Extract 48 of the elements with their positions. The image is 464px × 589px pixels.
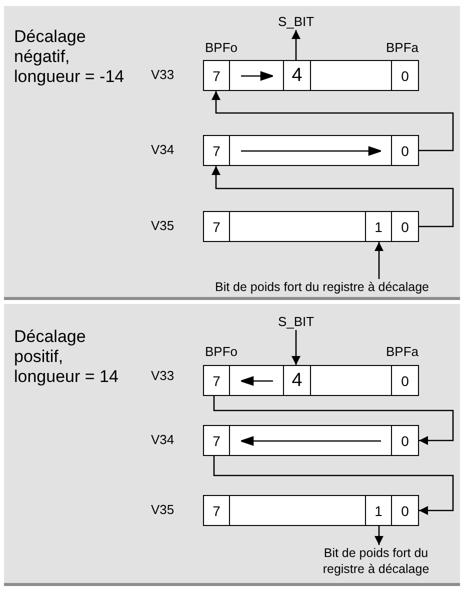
bit-label: BPFa xyxy=(386,40,419,55)
bit-number: 1 xyxy=(374,218,382,234)
arrow xyxy=(292,330,300,365)
register-label: V34 xyxy=(151,432,174,447)
bit-number: 0 xyxy=(401,142,409,158)
bit-number: 1 xyxy=(374,502,382,518)
register-label: V35 xyxy=(151,502,174,517)
register-box xyxy=(203,60,419,91)
register-label: V33 xyxy=(151,368,174,383)
panel-background xyxy=(4,304,460,586)
bit-number: 7 xyxy=(212,218,220,234)
bit-number: 0 xyxy=(401,218,409,234)
arrow xyxy=(292,30,300,60)
arrow xyxy=(213,456,454,515)
signal-label: S_BIT xyxy=(272,13,320,30)
bit-number: 4 xyxy=(292,64,302,86)
callout-text: Bit de poids fort du registre à décalage xyxy=(186,279,458,295)
register-label: V33 xyxy=(151,67,174,82)
register-box xyxy=(203,495,419,526)
register-label: V34 xyxy=(151,142,174,157)
bit-number: 4 xyxy=(292,370,302,392)
bit-label: BPFo xyxy=(205,344,238,359)
bit-label: BPFa xyxy=(386,344,419,359)
signal-label: S_BIT xyxy=(272,313,320,330)
register-box xyxy=(203,425,419,456)
register-box xyxy=(203,135,419,166)
bit-number: 0 xyxy=(401,68,409,84)
bit-number: 0 xyxy=(401,432,409,448)
bit-number: 7 xyxy=(212,432,220,448)
bit-label: BPFo xyxy=(205,40,238,55)
panel-heading: Décalage négatif, longueur = -14 xyxy=(14,27,126,87)
arrow xyxy=(212,166,454,228)
panel-heading: Décalage positif, longueur = 14 xyxy=(14,327,120,387)
bit-number: 7 xyxy=(212,142,220,158)
panel-background xyxy=(4,6,460,300)
register-label: V35 xyxy=(151,218,174,233)
bit-number: 0 xyxy=(401,502,409,518)
register-box xyxy=(203,211,419,242)
register-box xyxy=(203,365,419,396)
arrow xyxy=(374,242,384,279)
bit-number: 0 xyxy=(401,372,409,388)
arrow xyxy=(213,396,454,445)
arrow xyxy=(374,526,384,545)
bit-number: 7 xyxy=(212,502,220,518)
bit-number: 7 xyxy=(212,68,220,84)
callout-text: Bit de poids fort du registre à décalage xyxy=(306,545,446,577)
arrow xyxy=(212,91,454,152)
bit-number: 7 xyxy=(212,372,220,388)
